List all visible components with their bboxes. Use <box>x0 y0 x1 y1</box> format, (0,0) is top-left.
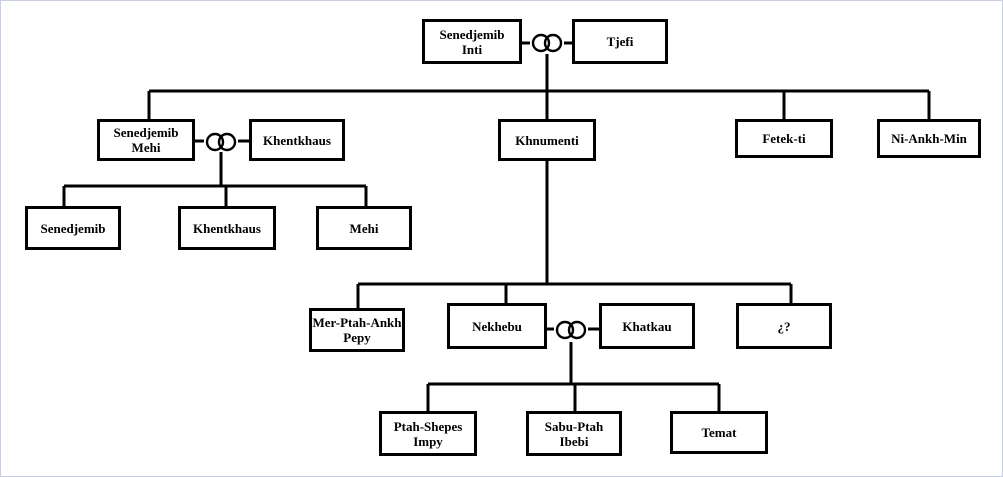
person-khentkhaus: Khentkhaus <box>178 206 276 250</box>
person-khnumenti: Khnumenti <box>498 119 596 161</box>
marriage-rings-icon <box>554 320 588 340</box>
person-unknown: ¿? <box>736 303 832 349</box>
person-sabu-ptah-ibebi: Sabu-Ptah Ibebi <box>526 411 622 456</box>
marriage-rings-icon <box>530 33 564 53</box>
person-mehi: Mehi <box>316 206 412 250</box>
person-temat: Temat <box>670 411 768 454</box>
person-nekhebu: Nekhebu <box>447 303 547 349</box>
person-ptah-shepes-impy: Ptah-Shepes Impy <box>379 411 477 456</box>
person-ni-ankh-min: Ni-Ankh-Min <box>877 119 981 158</box>
person-senedjemib-mehi: Senedjemib Mehi <box>97 119 195 161</box>
person-fetek-ti: Fetek-ti <box>735 119 833 158</box>
person-khentkhaus-wife: Khentkhaus <box>249 119 345 161</box>
person-mer-ptah-ankh-pepy: Mer-Ptah-Ankh Pepy <box>309 308 405 352</box>
marriage-rings-icon <box>204 132 238 152</box>
person-tjefi: Tjefi <box>572 19 668 64</box>
person-senedjemib-inti: Senedjemib Inti <box>422 19 522 64</box>
person-senedjemib: Senedjemib <box>25 206 121 250</box>
person-khatkau: Khatkau <box>599 303 695 349</box>
